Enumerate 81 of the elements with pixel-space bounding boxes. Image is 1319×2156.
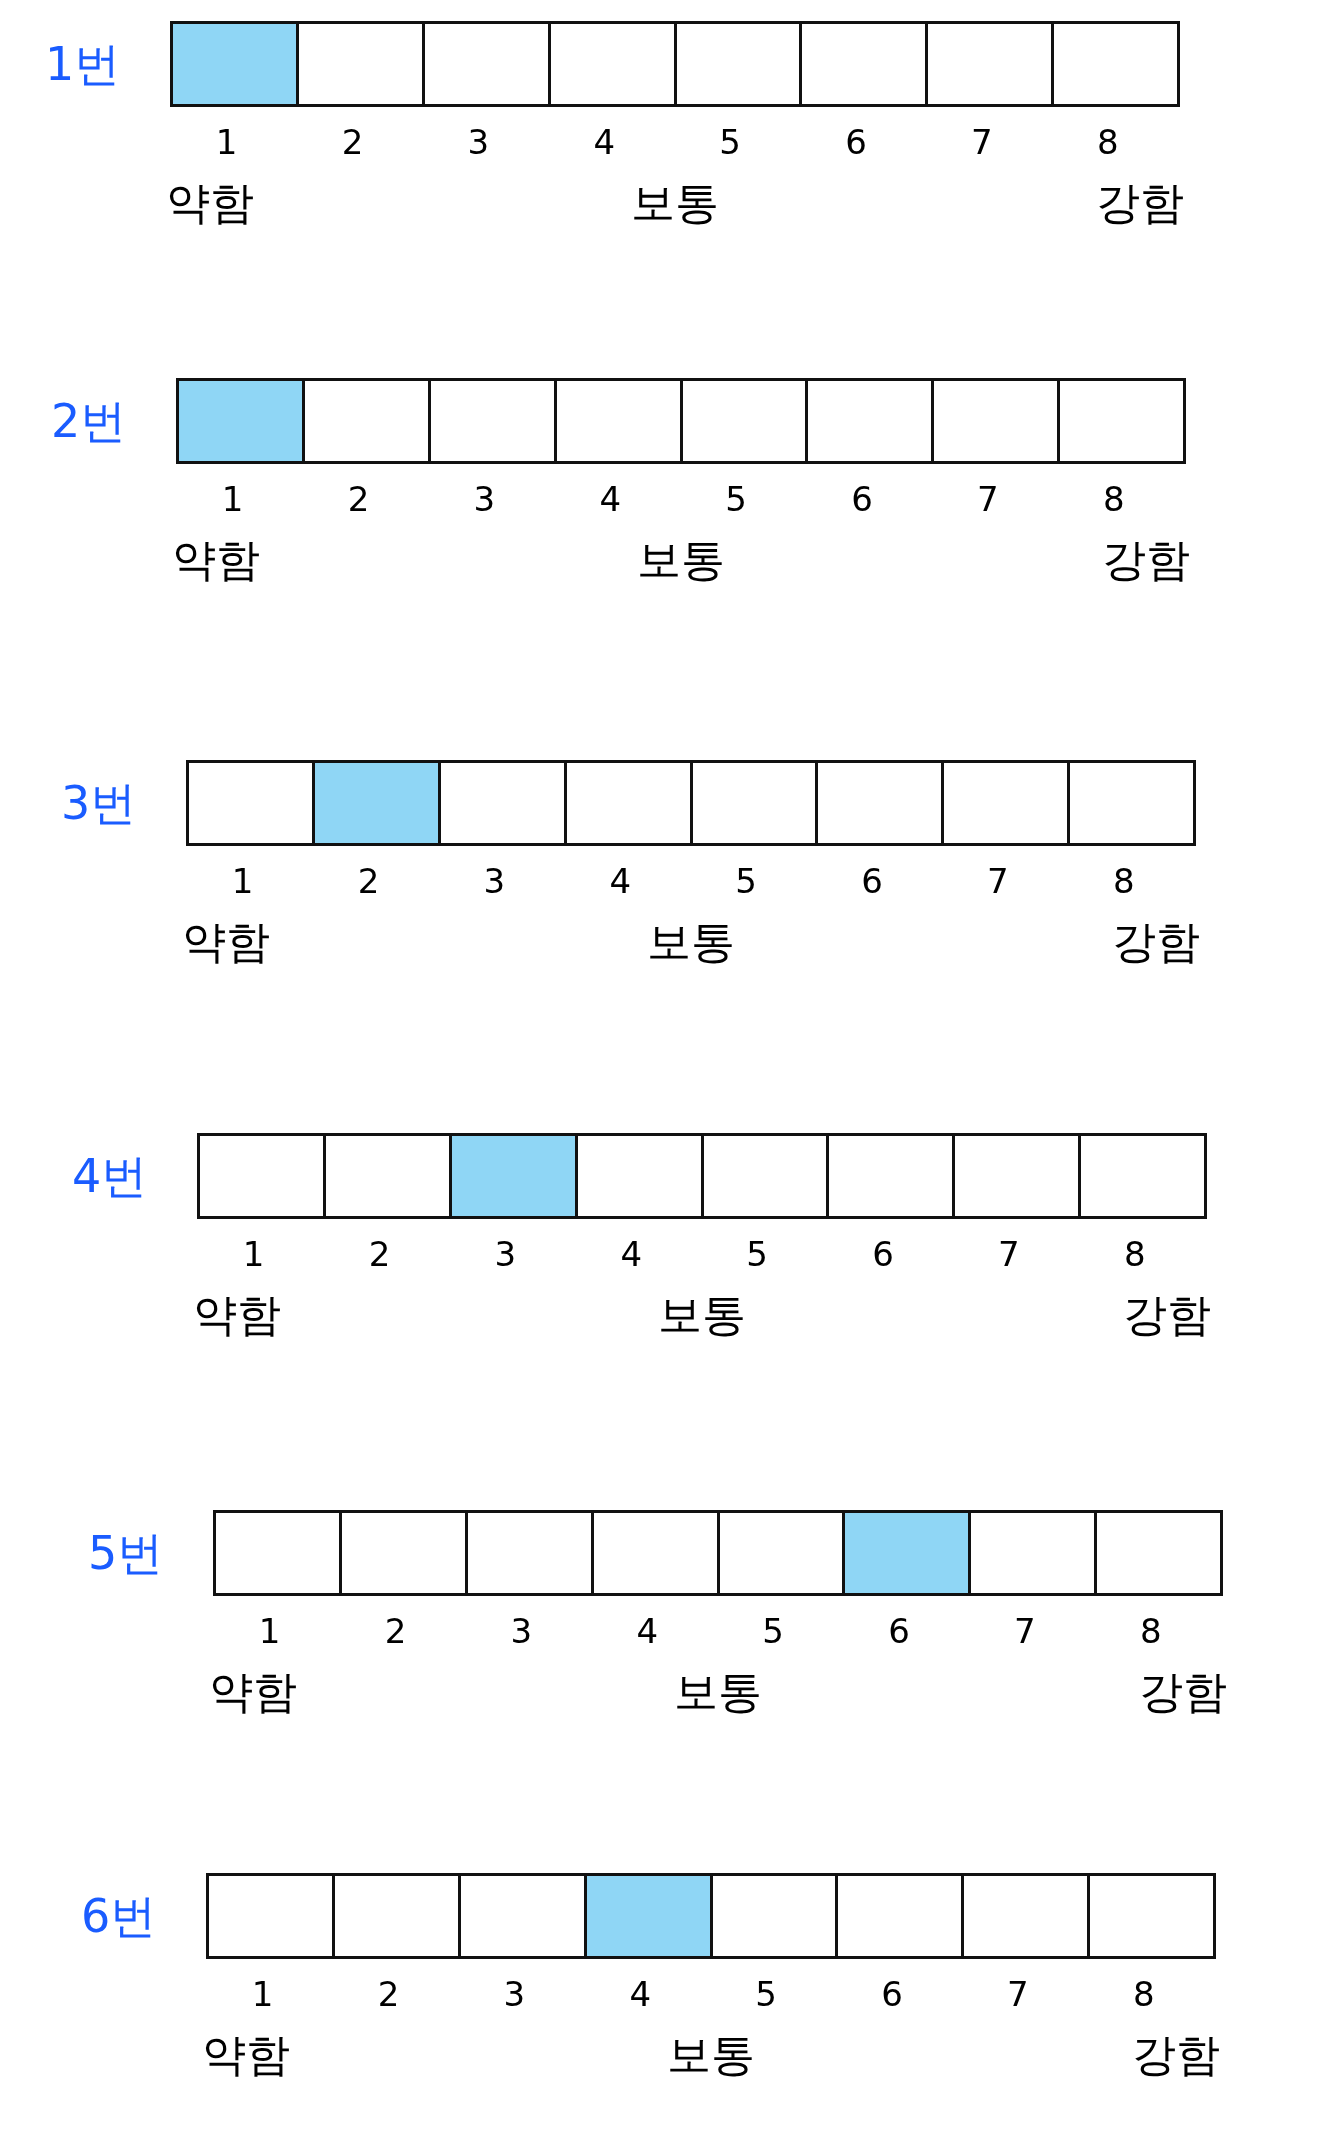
scale-number: 2 bbox=[376, 1977, 401, 2011]
scale-word: 강함 bbox=[1123, 1293, 1211, 1337]
row-label: 1번 bbox=[45, 41, 121, 87]
scale-number: 3 bbox=[493, 1237, 518, 1271]
scale-number: 4 bbox=[619, 1237, 644, 1271]
scale-number: 2 bbox=[346, 482, 371, 516]
scale-number: 8 bbox=[1101, 482, 1126, 516]
scale-cell bbox=[1051, 21, 1180, 107]
scale-number: 7 bbox=[970, 125, 994, 159]
scale-number: 6 bbox=[880, 1977, 904, 2011]
scale-number: 8 bbox=[1138, 1614, 1163, 1648]
scale-number: 5 bbox=[724, 482, 748, 516]
scale-word: 보통 bbox=[674, 1670, 762, 1714]
scale-number: 5 bbox=[734, 864, 758, 898]
scale-cell bbox=[1078, 1133, 1207, 1219]
scale-number: 5 bbox=[745, 1237, 769, 1271]
scale-number: 8 bbox=[1111, 864, 1136, 898]
scale-number: 3 bbox=[482, 864, 507, 898]
scale-word: 강함 bbox=[1102, 538, 1190, 582]
scale-cell bbox=[197, 1133, 326, 1219]
scale-number: 6 bbox=[887, 1614, 911, 1648]
scale-word: 보통 bbox=[631, 181, 719, 225]
scale-number: 1 bbox=[220, 482, 245, 516]
scale-number: 8 bbox=[1122, 1237, 1147, 1271]
row-label: 2번 bbox=[51, 398, 127, 444]
scale-number: 7 bbox=[997, 1237, 1021, 1271]
scale-word: 보통 bbox=[658, 1293, 746, 1337]
scale-number: 7 bbox=[1013, 1614, 1037, 1648]
row-label: 3번 bbox=[61, 780, 137, 826]
scale-number: 3 bbox=[472, 482, 497, 516]
scale-word: 약함 bbox=[172, 538, 260, 582]
scale-number: 2 bbox=[356, 864, 381, 898]
scale-number: 6 bbox=[860, 864, 884, 898]
scale-number: 3 bbox=[466, 125, 491, 159]
row-label: 5번 bbox=[88, 1530, 164, 1576]
scale-word: 약함 bbox=[193, 1293, 281, 1337]
scale-word: 약함 bbox=[182, 920, 270, 964]
scale-number: 1 bbox=[250, 1977, 275, 2011]
scale-cell bbox=[1067, 760, 1196, 846]
scale-number: 6 bbox=[844, 125, 868, 159]
scale-number: 2 bbox=[340, 125, 365, 159]
scale-cell bbox=[1057, 378, 1186, 464]
scale-word: 보통 bbox=[667, 2033, 755, 2077]
scale-number: 1 bbox=[241, 1237, 266, 1271]
scale-number: 3 bbox=[509, 1614, 534, 1648]
scale-word: 보통 bbox=[637, 538, 725, 582]
scale-number: 5 bbox=[754, 1977, 778, 2011]
scale-number: 8 bbox=[1095, 125, 1120, 159]
row-label: 6번 bbox=[81, 1893, 157, 1939]
scale-word: 보통 bbox=[647, 920, 735, 964]
scale-cell bbox=[213, 1510, 342, 1596]
scale-number: 4 bbox=[635, 1614, 660, 1648]
scale-number: 8 bbox=[1131, 1977, 1156, 2011]
scale-word: 강함 bbox=[1132, 2033, 1220, 2077]
scale-number: 2 bbox=[383, 1614, 408, 1648]
scale-number: 1 bbox=[214, 125, 239, 159]
scale-number: 6 bbox=[850, 482, 874, 516]
scale-word: 약함 bbox=[166, 181, 254, 225]
scale-number: 6 bbox=[871, 1237, 895, 1271]
scale-cell bbox=[1087, 1873, 1216, 1959]
scale-word: 강함 bbox=[1112, 920, 1200, 964]
scale-word: 약함 bbox=[209, 1670, 297, 1714]
scale-number: 4 bbox=[628, 1977, 653, 2011]
scale-word: 약함 bbox=[202, 2033, 290, 2077]
scale-cell bbox=[206, 1873, 335, 1959]
scale-number: 5 bbox=[761, 1614, 785, 1648]
row-label: 4번 bbox=[72, 1153, 148, 1199]
scale-number: 7 bbox=[976, 482, 1000, 516]
scale-number: 7 bbox=[986, 864, 1010, 898]
scale-number: 1 bbox=[230, 864, 255, 898]
scale-number: 5 bbox=[718, 125, 742, 159]
scale-number: 7 bbox=[1006, 1977, 1030, 2011]
scale-word: 강함 bbox=[1139, 1670, 1227, 1714]
scale-number: 4 bbox=[598, 482, 623, 516]
scale-number: 2 bbox=[367, 1237, 392, 1271]
scale-number: 1 bbox=[257, 1614, 282, 1648]
scale-word: 강함 bbox=[1096, 181, 1184, 225]
scale-cell bbox=[1094, 1510, 1223, 1596]
scale-number: 4 bbox=[608, 864, 633, 898]
scale-number: 3 bbox=[502, 1977, 527, 2011]
scale-number: 4 bbox=[592, 125, 617, 159]
